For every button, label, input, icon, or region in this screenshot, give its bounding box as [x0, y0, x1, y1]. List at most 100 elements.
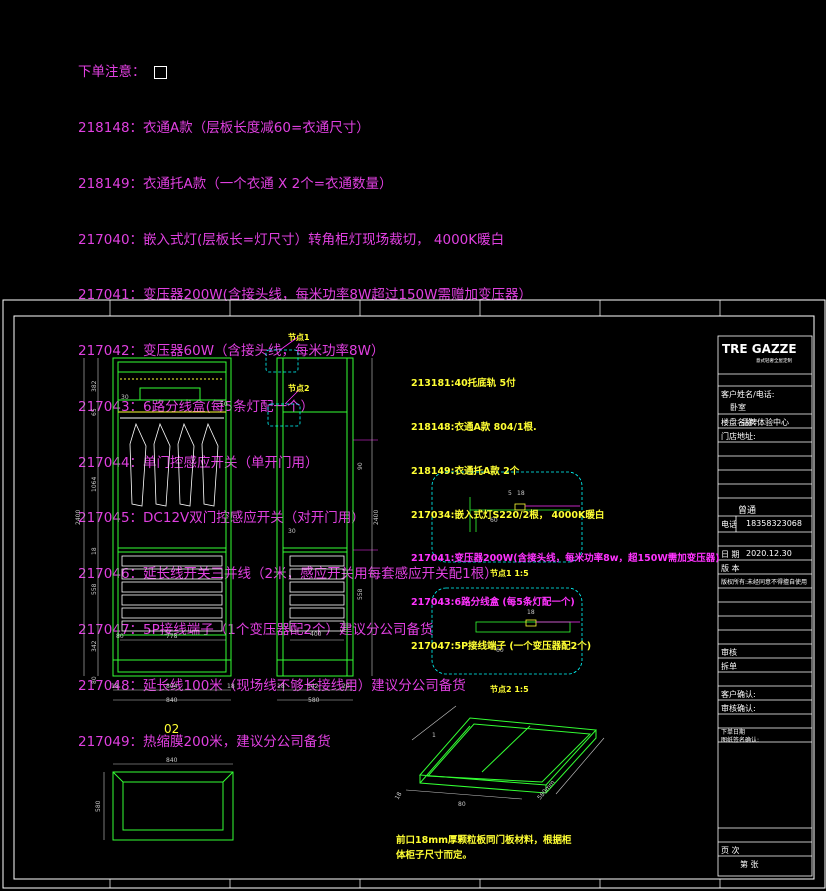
field-split-label: 拆单: [721, 662, 737, 671]
plan-view[interactable]: [112, 771, 234, 841]
field-phone-label: 电话: [721, 520, 737, 529]
spec-line: 217034:嵌入式灯S220/2根， 4000K暖白: [411, 509, 605, 521]
dim-foot: 80: [91, 676, 98, 684]
dim-overall-width: 840: [166, 697, 178, 704]
bottom-note: 前口18mm厚颗粒板同门板材料，根据柜 体柜子尺寸而定。: [396, 835, 572, 861]
dim-n1-a: 5: [508, 490, 512, 497]
dim-total-height: 2400: [75, 510, 82, 525]
dim-tray-c: 80: [458, 801, 466, 808]
notes-line: 217044：单门控感应开关（单开门用）: [78, 454, 319, 471]
front-elevation[interactable]: [112, 357, 232, 677]
spec-line: 218149:衣通托A款 2个: [411, 465, 520, 477]
dim-rail-gap: 65: [91, 408, 98, 416]
front-dimensions: [83, 358, 231, 701]
field-estate-value: 品牌体验中心: [741, 418, 789, 427]
frame-ticks: [109, 300, 721, 888]
plan-dimensions: [103, 763, 233, 840]
dim-n2-a: 18: [527, 609, 535, 616]
dim-side-total-height: 2400: [373, 510, 380, 525]
selection-cursor-icon: [153, 65, 167, 79]
node1-caption: 节点1 1:5: [490, 568, 529, 578]
dim-d3: 50: [220, 401, 228, 408]
dim-plinth: 342: [91, 640, 98, 652]
field-version-label: 版 本: [721, 564, 740, 573]
tray-isometric[interactable]: [418, 717, 598, 794]
dim-plan-depth: 580: [95, 800, 102, 812]
title-block: [717, 335, 813, 877]
node1-tag: 节点1: [288, 332, 310, 342]
spec-line: 217043:6路分线盒 (每5条灯配一个): [411, 597, 575, 609]
notes-line: 217045：DC12V双门控感应开关（对开门用）: [78, 510, 365, 527]
dim-side-b: 20: [342, 683, 350, 690]
notes-title: 下单注意：: [78, 64, 146, 81]
spec-line: 217041:变压器200W(含接头线，每米功率8w，超150W需加变压器): [411, 553, 720, 565]
node1-drawing: [469, 497, 580, 532]
field-order-date: 下单日期: [721, 729, 746, 736]
dim-side-drawer: 558: [357, 588, 364, 600]
field-signature: 图纸签名确认:: [721, 737, 760, 744]
spec-line: 213181:40托底轨 5付: [411, 378, 516, 390]
dim-d2: 80: [116, 633, 124, 640]
dim-side-hang: 90: [357, 462, 364, 470]
spec-list: 213181:40托底轨 5付 218148:衣通A款 804/1根. 2181…: [411, 348, 720, 669]
dim-top-gap: 382: [91, 380, 98, 392]
tray-dimensions: [405, 705, 605, 800]
sheet-frame: [2, 299, 826, 889]
dim-hang-height: 1064: [91, 477, 98, 492]
field-date-value: 2020.12.30: [746, 549, 792, 558]
front-drawers[interactable]: [121, 555, 223, 632]
dim-side-drawer-depth: 400: [310, 631, 322, 638]
side-leaders: [353, 439, 378, 551]
notes-line: 217049：热缩膜200米，建议分公司备货: [78, 733, 331, 750]
node2-caption: 节点2 1:5: [490, 684, 529, 694]
notes-line: 217043：6路分线盒(每5条灯配一个）: [78, 398, 314, 415]
dim-base-width: 804: [166, 683, 178, 690]
node1-detail[interactable]: [431, 471, 583, 563]
field-client-value: 卧室: [730, 403, 746, 412]
view-label-02: 02: [164, 722, 179, 736]
notes-line: 217047：5P接线端子（1个变压器配2个）建议分公司备货: [78, 622, 434, 638]
field-client-confirm: 客户确认:: [721, 690, 756, 699]
side-section[interactable]: [276, 357, 354, 677]
field-review-label: 审核: [721, 648, 737, 657]
node-tag-lines: [279, 336, 301, 405]
field-sheet-label: 第 张: [740, 860, 759, 869]
field-page-label: 页 次: [721, 846, 740, 855]
field-review-confirm: 审核确认:: [721, 704, 756, 713]
dim-side-a: 18: [277, 683, 285, 690]
hanging-clothes-icon: [129, 422, 219, 507]
dim-n1-b: 18: [517, 490, 525, 497]
dim-d1: 30: [121, 394, 129, 401]
notes-line: 217041：变压器200W(含接头线，每米功率8W超过150W需赠加变压器）: [78, 287, 532, 304]
dim-side-right: 18: [227, 683, 235, 690]
dim-tray-a: 18: [394, 791, 404, 801]
node2-drawing: [475, 619, 580, 633]
notes-line: 217042：变压器60W（含接头线，每米功率8W）: [78, 343, 385, 360]
node-markers[interactable]: [265, 349, 301, 427]
node2-detail[interactable]: [431, 587, 583, 675]
spec-line: 217047:5P接线端子 (一个变压器配2个): [411, 640, 592, 652]
field-phone-value: 18358323068: [746, 519, 802, 528]
dim-side-inner-depth: 542: [307, 683, 319, 690]
dim-inner-width: 778: [166, 633, 178, 640]
side-drawers[interactable]: [289, 555, 345, 632]
dim-n1-c: 60: [490, 517, 498, 524]
dim-side-top: 30: [288, 528, 296, 535]
side-dim-text: 2400 90 558 30 400 18 542 20 580: [277, 462, 380, 704]
dim-side-overall-depth: 580: [308, 697, 320, 704]
notes-line: 217046：延长线开关三并线（2米，感应开关用每套感应开关配1根）: [78, 566, 498, 583]
dim-side-left: 18: [111, 683, 119, 690]
node2-tag: 节点2: [288, 383, 310, 393]
front-dim-text: 2400 382 65 1064 18 558 342 80 30 80 50 …: [75, 380, 235, 704]
side-dimensions: [277, 358, 373, 701]
field-store-label: 门店地址:: [721, 432, 756, 441]
field-designer-value: 曾通: [738, 506, 757, 516]
spec-line: 218148:衣通A款 804/1根.: [411, 421, 537, 433]
notes-line: 218148：衣通A款（层板长度减60=衣通尺寸）: [78, 119, 370, 136]
notes-line: 217040：嵌入式灯(层板长=灯尺寸）转角柜灯现场裁切， 4000K暖白: [78, 231, 505, 248]
field-client-label: 客户姓名/电话:: [721, 390, 775, 399]
brand-logo: TRE GAZZE: [722, 342, 797, 356]
dim-shelf: 18: [91, 547, 98, 555]
brand-subtitle: 意式轻奢全屋定制: [756, 357, 792, 364]
